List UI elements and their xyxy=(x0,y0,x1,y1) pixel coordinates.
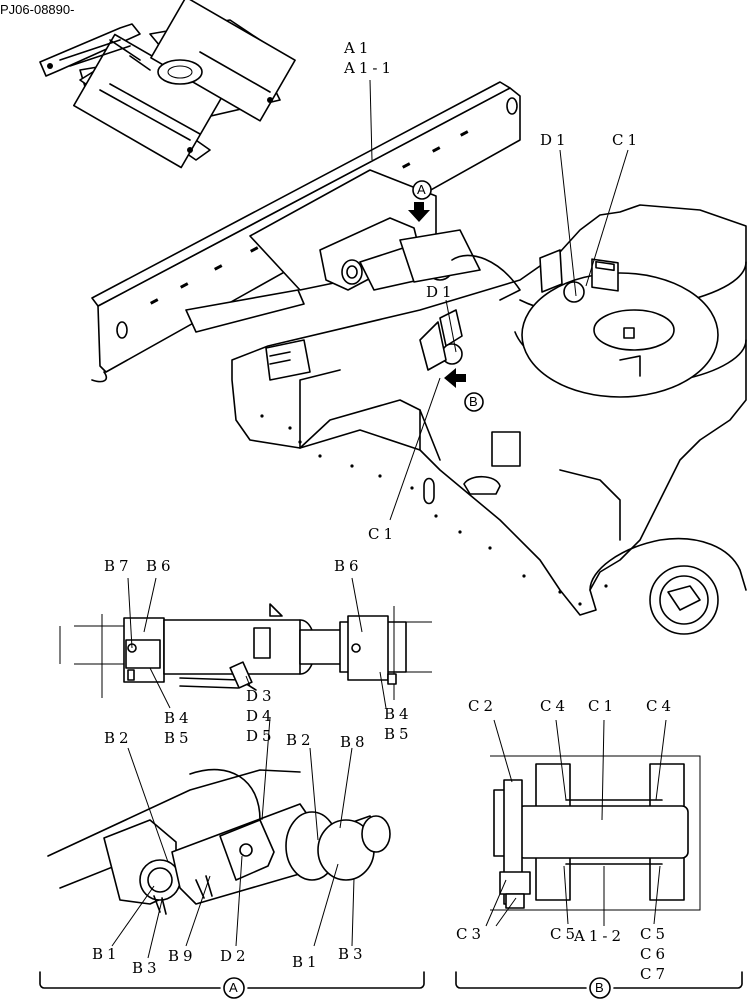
detail-a-top-drawing xyxy=(59,577,432,709)
callout-d4: D4 xyxy=(246,707,276,725)
callout-b5-left: B5 xyxy=(164,729,193,747)
callout-b2-left: B2 xyxy=(104,729,133,747)
callout-b1-right: B1 xyxy=(292,953,321,971)
section-marker-b: B xyxy=(595,980,604,995)
callout-c4-right: C4 xyxy=(646,697,676,715)
main-leader-lines xyxy=(369,79,629,521)
undercarriage-thumbnail xyxy=(39,0,296,169)
callout-c6: C6 xyxy=(640,945,670,963)
callout-b7: B7 xyxy=(104,557,133,575)
detail-b-drawing xyxy=(485,719,701,927)
view-marker-b: B xyxy=(469,394,478,409)
callout-d3: D3 xyxy=(246,687,276,705)
callout-b3-right: B3 xyxy=(338,945,367,963)
callout-b3-left: B3 xyxy=(132,959,161,977)
callout-c1-bottom: C1 xyxy=(368,525,398,543)
callout-d1-top: D1 xyxy=(540,131,570,149)
callout-c2: C2 xyxy=(468,697,498,715)
callout-c3: C3 xyxy=(456,925,486,943)
callout-b6-left: B6 xyxy=(146,557,175,575)
callout-c1-top: C1 xyxy=(612,131,642,149)
callout-c1: C1 xyxy=(588,697,618,715)
drawing-code: PJ06-08890- xyxy=(0,2,75,17)
callout-b5-right: B5 xyxy=(384,725,413,743)
callout-b8: B8 xyxy=(340,733,369,751)
callout-b1-left: B1 xyxy=(92,945,121,963)
blade-cylinder xyxy=(265,217,585,381)
detail-a-bottom-drawing xyxy=(47,717,391,959)
view-marker-a: A xyxy=(417,182,426,197)
callout-b2-right: B2 xyxy=(286,731,315,749)
callout-a1: A1 xyxy=(344,39,373,57)
callout-d2: D2 xyxy=(220,947,250,965)
callout-c5-left: C5 xyxy=(550,925,580,943)
callout-a1-1: A1-1 xyxy=(344,59,395,77)
callout-a1-2: A1-2 xyxy=(574,927,625,945)
callout-d5: D5 xyxy=(246,727,276,745)
callout-b9: B9 xyxy=(168,947,197,965)
callout-c4-left: C4 xyxy=(540,697,570,715)
section-marker-a: A xyxy=(229,980,238,995)
callout-b4-left: B4 xyxy=(164,709,193,727)
callout-d1-mid: D1 xyxy=(426,283,456,301)
callout-b6-right: B6 xyxy=(334,557,363,575)
callout-c5-right: C5 xyxy=(640,925,670,943)
callout-c7: C7 xyxy=(640,965,670,983)
track-frame xyxy=(231,204,747,635)
view-arrows xyxy=(408,180,484,412)
section-brackets xyxy=(39,971,743,999)
callout-b4-right: B4 xyxy=(384,705,413,723)
